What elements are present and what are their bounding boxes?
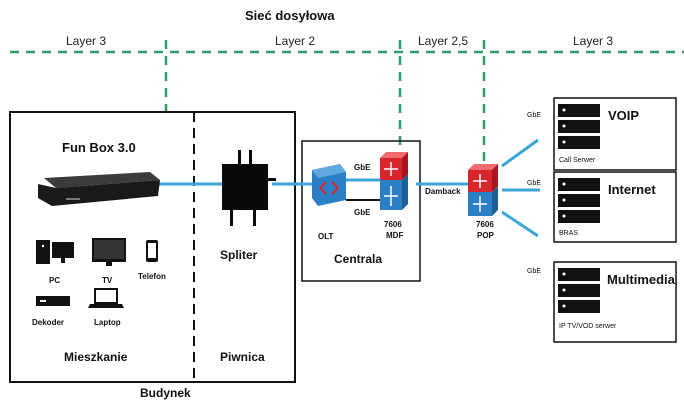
device-label-tv: TV xyxy=(102,276,113,285)
building-box xyxy=(9,111,296,383)
layer-label-4: Layer 3 xyxy=(573,34,614,48)
server-voip-caption: Call Serwer xyxy=(559,157,596,164)
server-multimedia-name: Multimedia xyxy=(607,272,675,287)
gbe-label-voip: GbE xyxy=(527,112,542,119)
server-multimedia-caption: IP TV/VOD serwer xyxy=(559,323,617,330)
device-label-decoder: Dekoder xyxy=(32,318,65,327)
mdf-model-label: 7606 xyxy=(384,220,402,229)
laptop-icon xyxy=(88,288,124,308)
mdf-device xyxy=(380,152,408,210)
server-internet-caption: BRAS xyxy=(559,230,579,237)
building-label: Budynek xyxy=(140,386,191,400)
links xyxy=(158,138,540,238)
splitter-label: Spliter xyxy=(220,248,258,262)
server-voip-box xyxy=(553,97,677,171)
gbe-label-multimedia: GbE xyxy=(527,268,542,275)
splitter-device xyxy=(222,150,276,226)
pc-icon xyxy=(36,240,74,264)
funbox-device xyxy=(38,172,160,206)
device-label-phone: Telefon xyxy=(138,272,166,281)
device-label-pc: PC xyxy=(49,276,61,285)
olt-device xyxy=(312,164,346,206)
server-internet-name: Internet xyxy=(608,182,656,197)
gbe-label-bottom: GbE xyxy=(354,208,371,217)
server-internet-box xyxy=(553,171,677,243)
central-label: Centrala xyxy=(334,252,383,266)
mdf-label: MDF xyxy=(386,231,404,240)
diagram-title: Sieć dosyłowa xyxy=(245,8,335,23)
gbe-label-internet: GbE xyxy=(527,180,542,187)
layer-label-3: Layer 2,5 xyxy=(418,34,469,48)
tv-icon xyxy=(92,238,126,266)
gbe-label-top: GbE xyxy=(354,163,371,172)
link-pop-voip xyxy=(501,138,539,168)
link-pop-multimedia xyxy=(501,210,539,238)
olt-label: OLT xyxy=(318,232,334,241)
pop-device xyxy=(468,164,498,216)
damback-label: Damback xyxy=(425,187,461,196)
layer-label-1: Layer 3 xyxy=(66,34,107,48)
central-box xyxy=(301,140,421,282)
funbox-label: Fun Box 3.0 xyxy=(62,140,136,155)
layer-label-2: Layer 2 xyxy=(275,34,316,48)
zone-label-mieszkanie: Mieszkanie xyxy=(64,350,128,364)
phone-icon xyxy=(146,240,158,262)
server-voip-name: VOIP xyxy=(608,108,640,123)
pop-label: POP xyxy=(477,231,494,240)
pop-model-label: 7606 xyxy=(476,220,494,229)
layer-divider-lines xyxy=(10,40,684,165)
zone-label-piwnica: Piwnica xyxy=(220,350,265,364)
server-multimedia-box xyxy=(553,261,677,343)
decoder-icon xyxy=(36,296,70,306)
device-label-laptop: Laptop xyxy=(94,318,121,327)
